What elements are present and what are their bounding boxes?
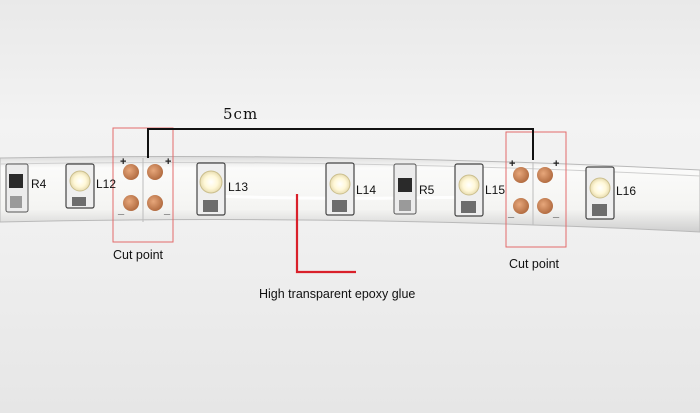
dimension-bracket xyxy=(147,128,534,160)
left-minus-a: _ xyxy=(118,204,125,216)
cut-point-label-left: Cut point xyxy=(113,248,164,262)
label-l13: L13 xyxy=(228,180,249,194)
l14-led xyxy=(325,162,355,216)
right-cut-highlight xyxy=(505,131,567,248)
label-l14: L14 xyxy=(356,183,377,197)
label-r5: R5 xyxy=(419,183,435,197)
r5-resistor xyxy=(393,163,417,215)
right-minus-a: _ xyxy=(508,207,515,219)
label-r4: R4 xyxy=(31,177,47,191)
cut-point-label-right: Cut point xyxy=(509,257,560,271)
l16-led xyxy=(585,166,615,220)
right-cut-pads xyxy=(513,162,553,225)
left-minus-b: _ xyxy=(164,204,171,216)
measurement-label: 5cm xyxy=(223,105,259,123)
l12-led xyxy=(65,163,95,209)
label-l16: L16 xyxy=(616,184,637,198)
epoxy-label: High transparent epoxy glue xyxy=(259,287,416,301)
left-cut-pads xyxy=(123,158,163,222)
right-plus-a: + xyxy=(509,158,516,170)
r4-resistor xyxy=(5,163,29,213)
right-plus-b: + xyxy=(553,158,560,170)
left-cut-highlight xyxy=(112,127,174,243)
label-l12: L12 xyxy=(96,177,117,191)
l15-led xyxy=(454,163,484,217)
left-plus-a: + xyxy=(120,156,127,168)
epoxy-pointer xyxy=(295,194,356,274)
l13-led xyxy=(196,162,226,216)
left-plus-b: + xyxy=(165,156,172,168)
label-l15: L15 xyxy=(485,183,506,197)
right-minus-b: _ xyxy=(553,207,560,219)
